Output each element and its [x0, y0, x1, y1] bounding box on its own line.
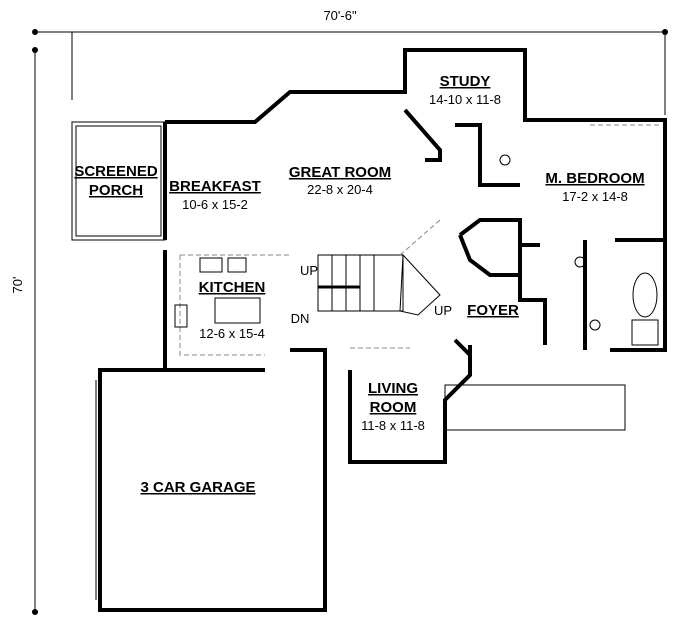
study-label: STUDY — [440, 73, 491, 90]
screened-porch-outline — [71, 121, 166, 241]
staircase — [317, 253, 441, 316]
depth-dimension-line — [32, 47, 38, 615]
garage-doors — [95, 380, 101, 600]
master-bedroom-label: M. BEDROOM — [545, 170, 644, 187]
breakfast-label: BREAKFAST — [169, 178, 261, 195]
living-room-label-1: LIVING — [368, 380, 418, 397]
living-room-label-2: ROOM — [370, 399, 417, 416]
kitchen-size: 12-6 x 15-4 — [199, 326, 265, 341]
opening-lines — [350, 124, 660, 349]
kitchen-island — [214, 297, 261, 324]
depth-dimension-label: 70' — [10, 277, 25, 294]
front-porch-outline — [444, 384, 626, 431]
kitchen-label: KITCHEN — [199, 279, 266, 296]
great-room-label: GREAT ROOM — [289, 164, 391, 181]
master-bedroom-size: 17-2 x 14-8 — [562, 189, 628, 204]
study-size: 14-10 x 11-8 — [429, 92, 501, 107]
screened-porch-label-1: SCREENED — [74, 163, 158, 180]
stairs-up-label: UP — [300, 263, 318, 278]
screened-porch-label-2: PORCH — [89, 182, 143, 199]
living-room-size: 11-8 x 11-8 — [361, 418, 425, 433]
kitchen-counters — [174, 254, 290, 356]
garage-label: 3 CAR GARAGE — [140, 479, 255, 496]
width-dimension-label: 70'-6" — [323, 8, 357, 23]
stairs-down-label: DN — [291, 311, 310, 326]
stairs-up-foyer-label: UP — [434, 303, 452, 318]
foyer-label: FOYER — [467, 302, 519, 319]
width-dimension-line — [32, 29, 668, 115]
exterior-walls — [98, 48, 667, 612]
bath-fixtures — [499, 154, 659, 346]
breakfast-size: 10-6 x 15-2 — [182, 197, 248, 212]
great-room-size: 22-8 x 20-4 — [307, 182, 373, 197]
